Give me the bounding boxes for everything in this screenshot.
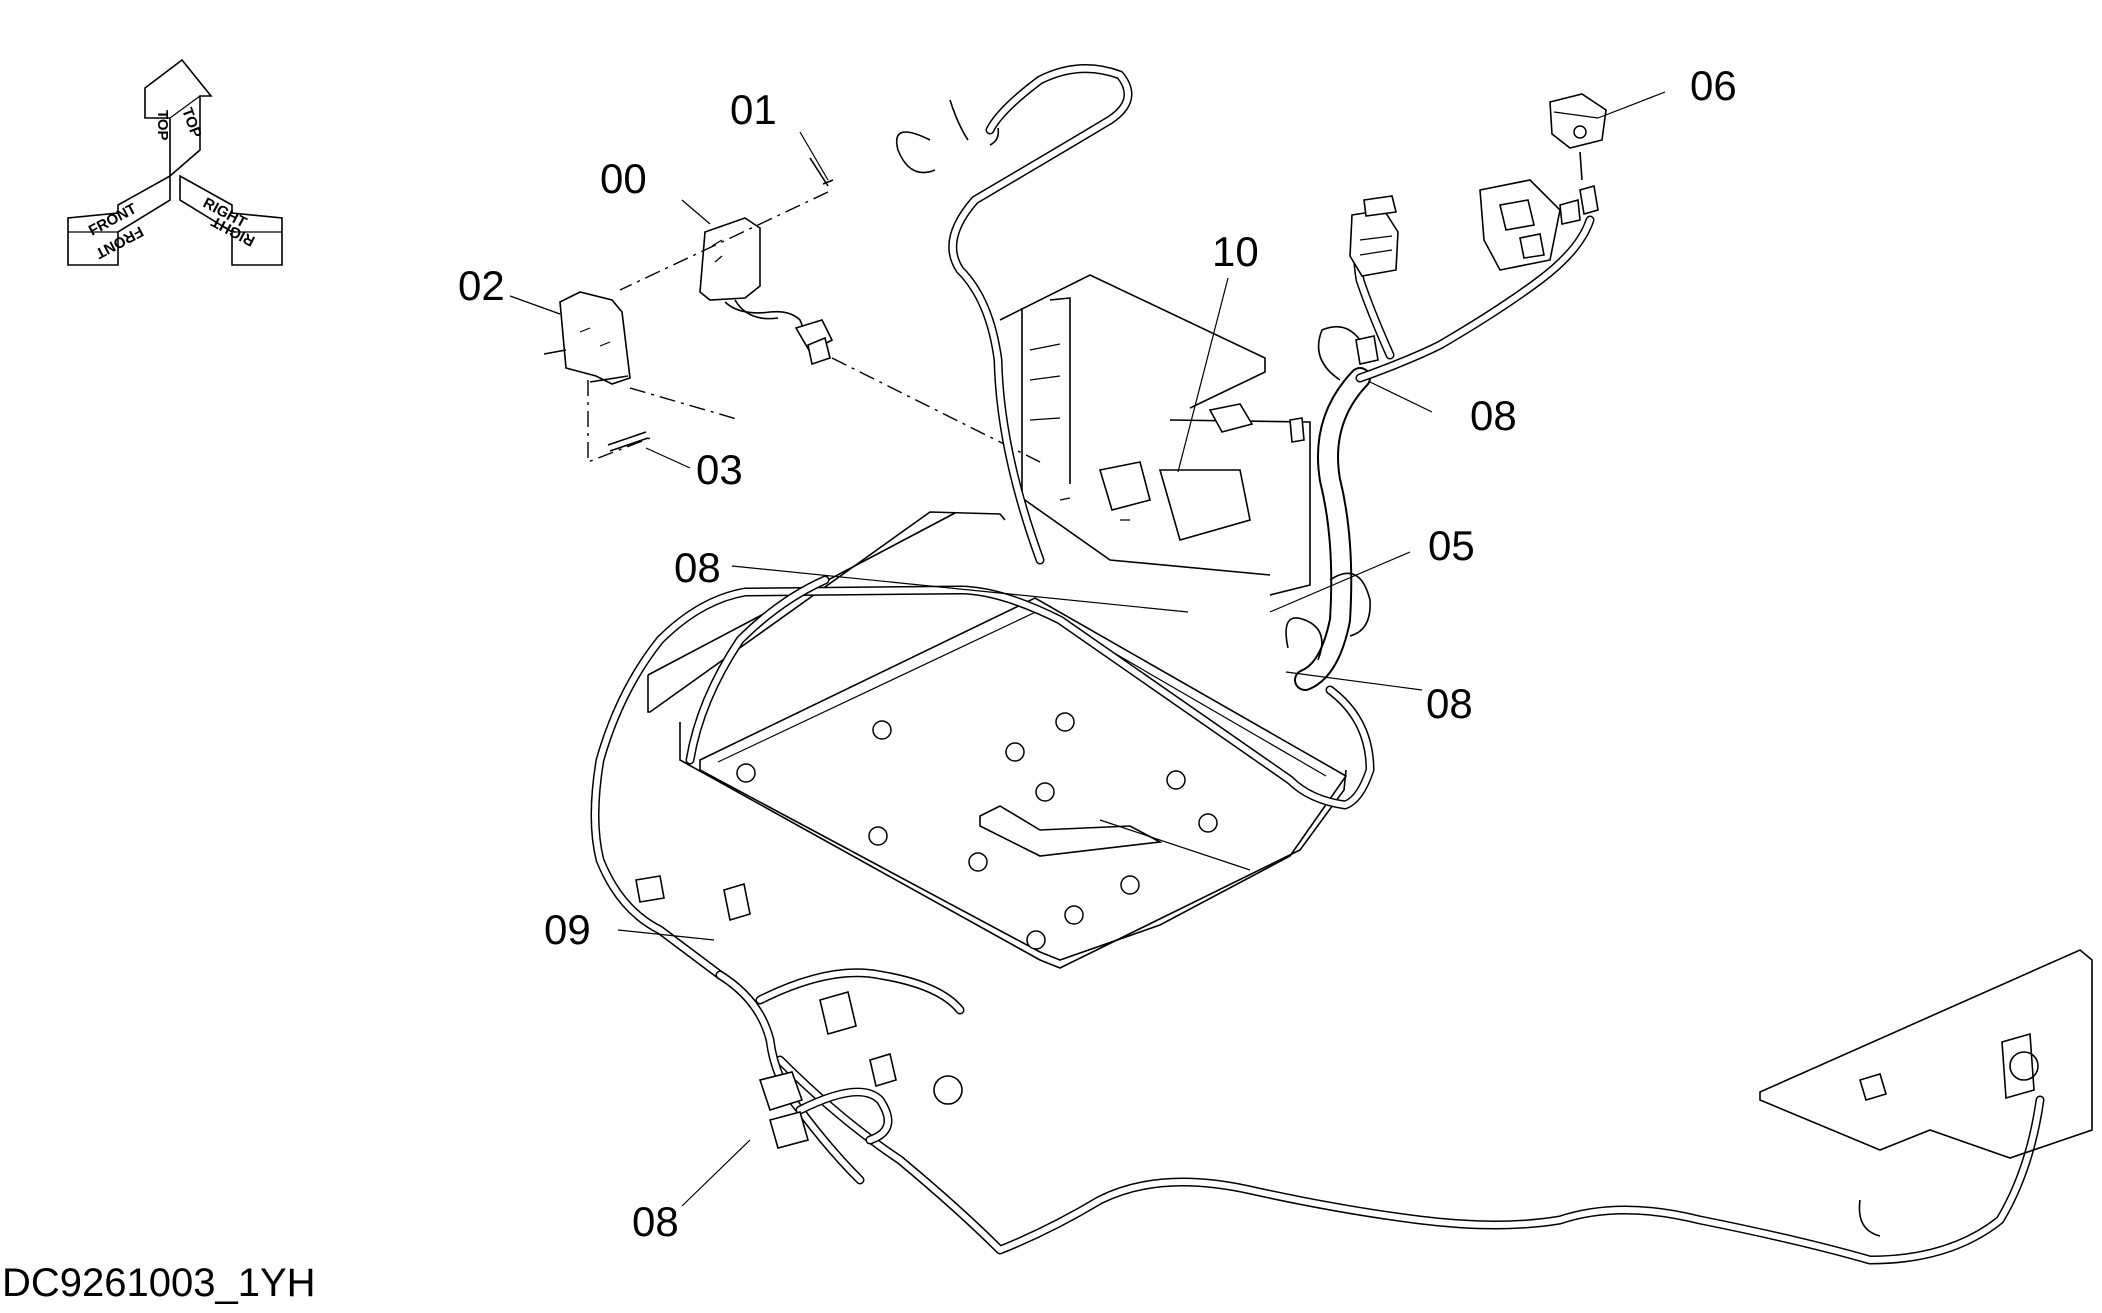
callout-05: 05 (1428, 522, 1475, 569)
exploded-parts (543, 157, 1041, 464)
callout-10: 10 (1212, 228, 1259, 275)
callout-03: 03 (696, 446, 743, 493)
part-06-switch (1549, 93, 1607, 149)
orientation-indicator: TOP TOP FRONT FRONT RIGHT RIGHT (67, 58, 283, 266)
callout-02: 02 (458, 262, 505, 309)
part-00-body (699, 217, 761, 301)
callout-06: 06 (1690, 62, 1737, 109)
orient-label-top-1: TOP (154, 110, 171, 141)
callout-08-lower-left: 08 (632, 1198, 679, 1245)
wire-harness (590, 64, 2045, 1265)
drawing-code: DC9261003_1YH (2, 1261, 316, 1305)
part-02-bracket (559, 291, 631, 385)
right-bracket (1759, 949, 2093, 1159)
callout-leaders (509, 91, 1666, 1207)
callout-01: 01 (730, 86, 777, 133)
seat-frame (647, 511, 1348, 969)
control-box (999, 274, 1311, 596)
callout-09: 09 (544, 906, 591, 953)
callout-08-upper-right: 08 (1470, 392, 1517, 439)
plate-nuts (736, 712, 1218, 950)
connectors (635, 93, 2093, 1237)
callout-08-center-left: 08 (674, 544, 721, 591)
callout-08-right: 08 (1426, 680, 1473, 727)
callout-00: 00 (600, 155, 647, 202)
callouts: 00 01 02 03 05 06 08 08 08 08 09 10 (458, 62, 1737, 1245)
